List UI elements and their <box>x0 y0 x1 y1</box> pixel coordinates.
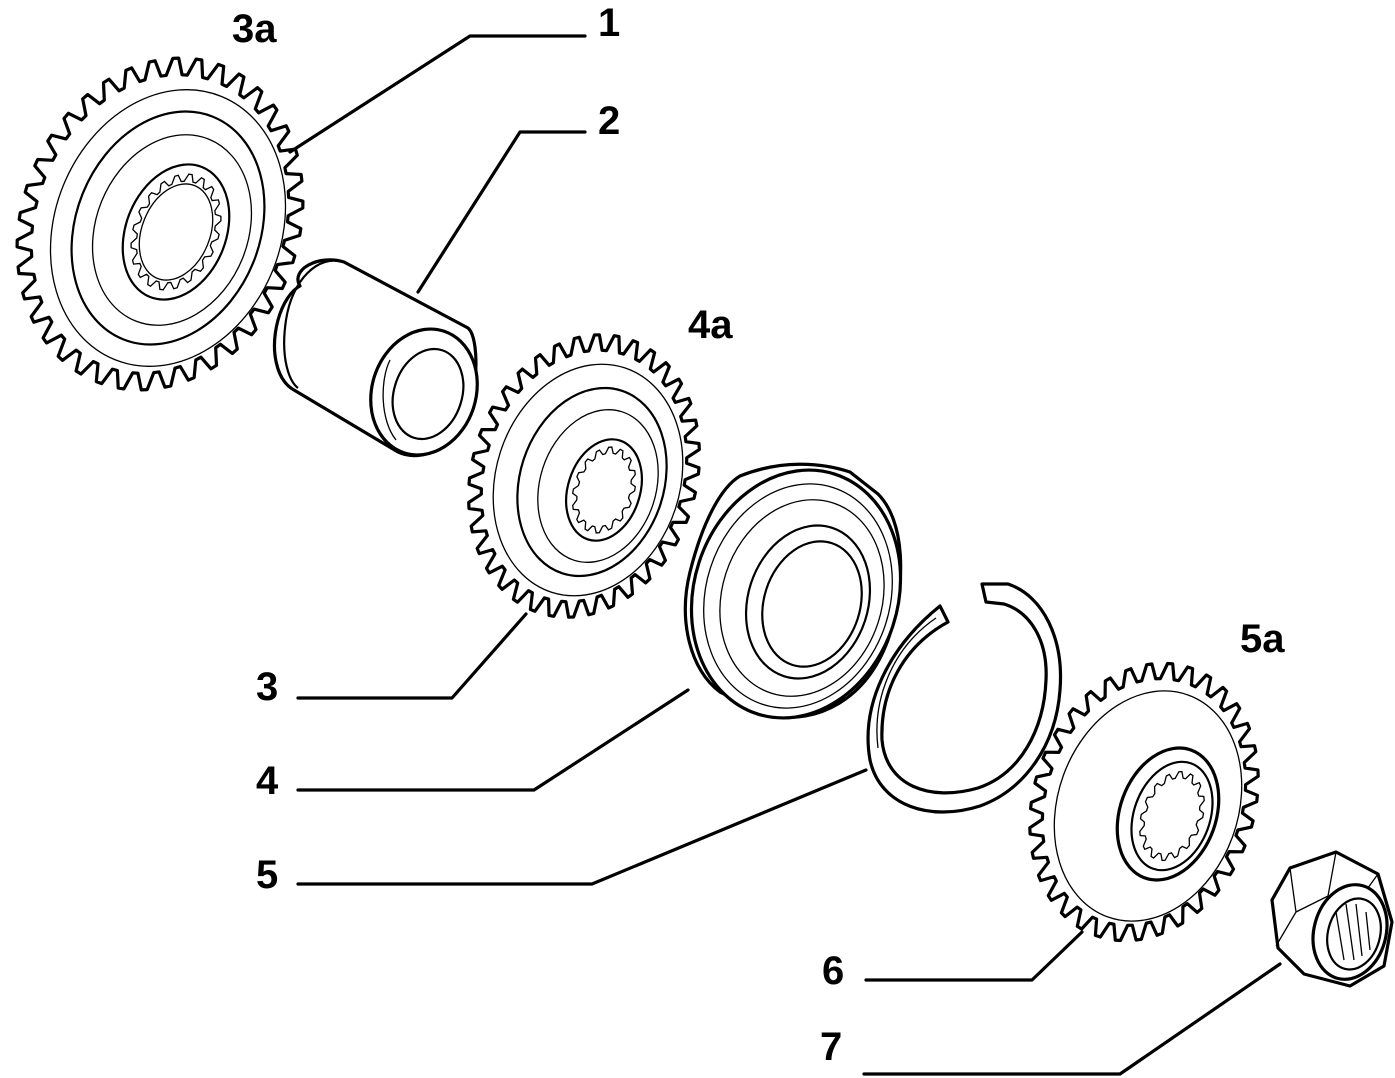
leader-line-4 <box>296 688 690 792</box>
snap-ring-5[interactable] <box>866 582 1063 814</box>
callout-3a: 3a <box>232 7 277 51</box>
gear-6[interactable] <box>1023 661 1273 948</box>
callout-labels: 1 2 3 4 5 6 7 3a 4a 5a <box>232 1 1285 1069</box>
callout-5a: 5a <box>1240 617 1285 661</box>
callout-4: 4 <box>256 759 279 803</box>
callout-6: 6 <box>822 949 844 993</box>
leader-line-2 <box>416 130 587 294</box>
gear-3a[interactable] <box>10 54 326 402</box>
callout-4a: 4a <box>688 303 733 347</box>
leader-line-3 <box>296 612 528 700</box>
leader-line-5 <box>296 768 868 886</box>
callout-5: 5 <box>256 853 278 897</box>
hex-nut-7[interactable] <box>1270 850 1395 988</box>
callout-1: 1 <box>598 1 620 45</box>
leader-lines <box>288 34 1282 1076</box>
leader-line-6 <box>864 930 1084 982</box>
leader-line-1 <box>288 34 587 154</box>
callout-7: 7 <box>820 1025 842 1069</box>
leader-line-7 <box>862 962 1282 1076</box>
gear-3[interactable] <box>464 333 712 621</box>
callout-2: 2 <box>598 99 620 143</box>
bushing-2[interactable] <box>272 258 494 469</box>
bearing-4[interactable] <box>660 443 932 746</box>
callout-3: 3 <box>256 665 278 709</box>
